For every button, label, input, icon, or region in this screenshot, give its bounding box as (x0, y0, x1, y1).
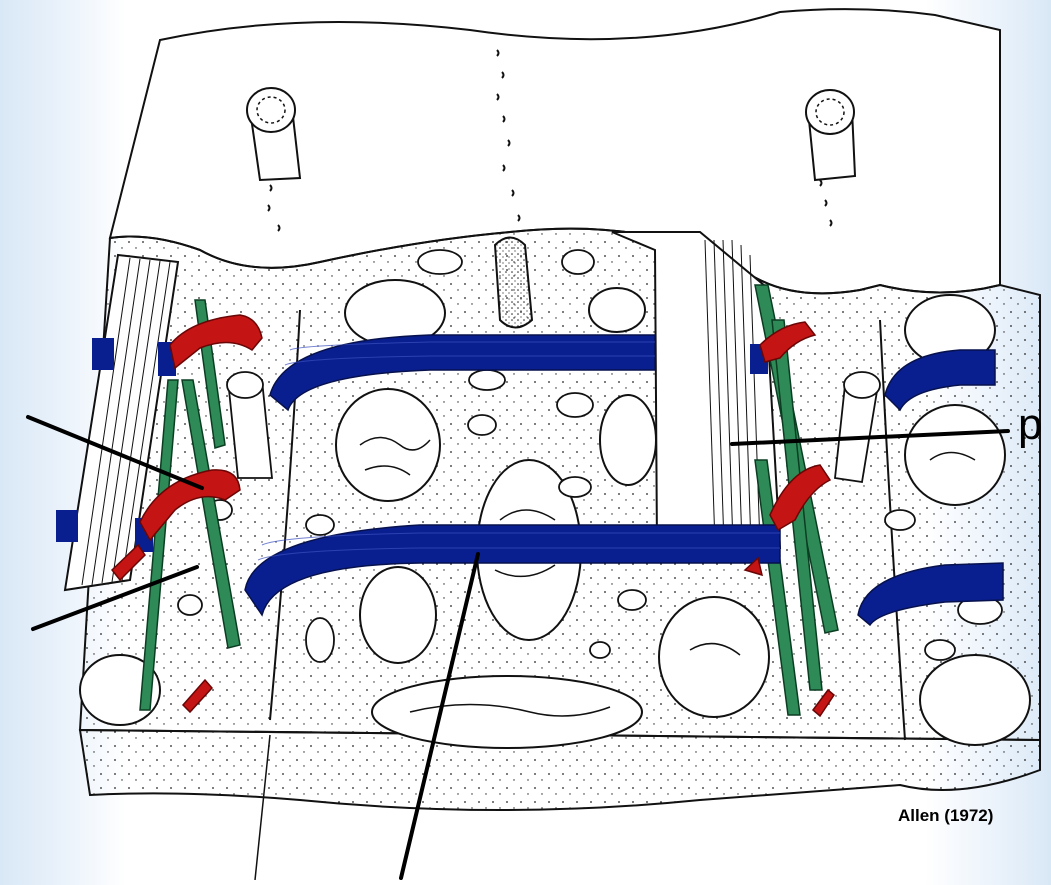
citation: Allen (1972) (898, 806, 993, 826)
upper-cylinder-right (806, 90, 855, 180)
center-pillar (495, 238, 532, 328)
label-p: p (1018, 400, 1042, 450)
